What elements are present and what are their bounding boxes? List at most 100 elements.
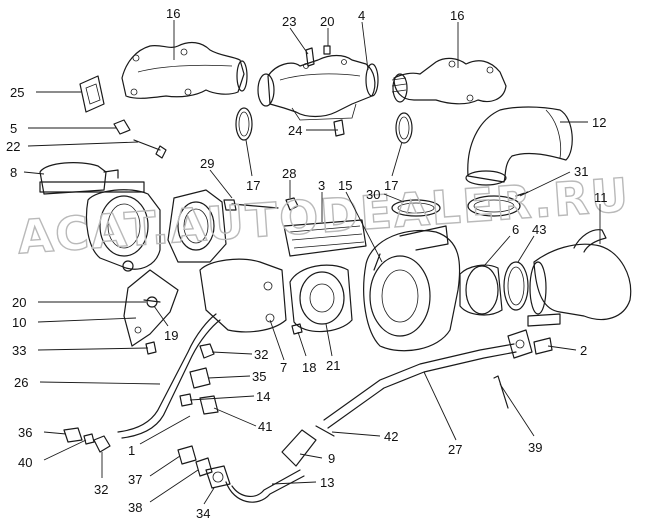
part-nut-20 [323, 45, 331, 55]
callout-21: 21 [326, 358, 340, 373]
part-bolt-20 [143, 299, 161, 303]
leader-17a [245, 139, 253, 177]
part-flange-2 [507, 329, 533, 359]
callout-33: 33 [12, 343, 26, 358]
callout-32a: 32 [254, 347, 268, 362]
part-clamp-42 [315, 425, 335, 437]
leader-37 [149, 455, 181, 477]
part-center-manifold [257, 54, 379, 121]
callout-43: 43 [532, 222, 546, 237]
part-plate-7 [199, 258, 287, 333]
leader-23 [289, 27, 309, 55]
callout-23: 23 [282, 14, 296, 29]
part-washer-38 [195, 457, 213, 477]
part-bolt-18 [291, 323, 303, 335]
leader-29 [209, 169, 233, 199]
callout-28: 28 [282, 166, 296, 181]
leader-1 [139, 415, 191, 445]
part-bearing-housing-21 [289, 264, 353, 333]
callout-22: 22 [6, 139, 20, 154]
callout-14: 14 [256, 389, 270, 404]
callout-34: 34 [196, 506, 210, 521]
callout-38: 38 [128, 500, 142, 515]
leader-7 [269, 319, 285, 361]
leader-4 [361, 21, 369, 71]
leader-9 [299, 453, 323, 459]
leader-42 [331, 431, 381, 437]
part-gasket-25 [79, 75, 105, 113]
plate-hole [265, 313, 275, 323]
part-turbine-flange-left [85, 189, 161, 272]
part-nut-5 [113, 119, 131, 135]
leader-26 [39, 381, 161, 385]
part-fitting-35 [189, 367, 211, 389]
part-actuator-8 [39, 162, 145, 195]
part-washer-14 [179, 393, 193, 407]
part-exhaust-manifold-right [391, 57, 507, 105]
part-heat-shield-3 [283, 219, 367, 257]
leader-8 [23, 171, 45, 175]
callout-26: 26 [14, 375, 28, 390]
callout-11: 11 [594, 190, 608, 205]
callout-27: 27 [448, 442, 462, 457]
part-elbow-hose-12 [465, 106, 573, 186]
callout-16b: 16 [450, 8, 464, 23]
callout-32b: 32 [94, 482, 108, 497]
leader-36 [43, 431, 67, 435]
callout-17b: 17 [384, 178, 398, 193]
callout-15: 15 [338, 178, 352, 193]
part-seal-ring-17a [235, 107, 253, 141]
callout-8: 8 [10, 165, 17, 180]
callout-2: 2 [580, 343, 587, 358]
callout-40: 40 [18, 455, 32, 470]
leader-17b [391, 141, 403, 177]
part-plug-36 [63, 427, 83, 443]
callout-37: 37 [128, 472, 142, 487]
callout-labels: 16 23 20 4 16 25 5 22 24 17 17 12 8 29 2… [6, 6, 608, 521]
part-bolt-29 [223, 199, 279, 211]
leader-21 [325, 323, 333, 357]
part-oil-pipe-26 [117, 313, 221, 439]
leader-10 [37, 317, 137, 323]
part-pipe-13 [225, 469, 305, 503]
callout-13: 13 [320, 475, 334, 490]
leader-22 [27, 141, 139, 147]
part-nut-33 [145, 341, 157, 355]
callout-5: 5 [10, 121, 17, 136]
callout-16a: 16 [166, 6, 180, 21]
callout-24: 24 [288, 123, 302, 138]
leader-41 [213, 407, 257, 427]
callout-31: 31 [574, 164, 588, 179]
leader-13 [271, 481, 317, 485]
leader-31 [519, 171, 571, 197]
callout-35: 35 [252, 369, 266, 384]
leader-39 [499, 383, 535, 437]
leader-15 [345, 191, 383, 263]
part-nut-28 [285, 197, 299, 211]
part-pin-24 [333, 119, 345, 137]
callout-19: 19 [164, 328, 178, 343]
leader-14 [189, 395, 255, 401]
callout-17a: 17 [246, 178, 260, 193]
part-fitting-37 [177, 445, 197, 465]
callout-7: 7 [280, 360, 287, 375]
leader-6 [483, 235, 511, 267]
callout-18: 18 [302, 360, 316, 375]
leader-35 [207, 375, 251, 379]
callout-39: 39 [528, 440, 542, 455]
part-exhaust-manifold-left [121, 41, 248, 99]
callout-3: 3 [318, 178, 325, 193]
part-bolt-22 [133, 139, 167, 159]
leader-18 [297, 331, 307, 357]
part-nut-34 [205, 465, 231, 489]
leader-2 [547, 345, 577, 351]
leader-19 [153, 305, 169, 327]
part-fitting-41 [199, 395, 219, 415]
leader-38 [149, 469, 199, 503]
part-gasket-2 [533, 337, 553, 355]
part-clamp-43 [503, 261, 529, 311]
part-nut-32b [93, 435, 111, 453]
plate-hole [263, 281, 273, 291]
leader-lines [23, 20, 601, 505]
